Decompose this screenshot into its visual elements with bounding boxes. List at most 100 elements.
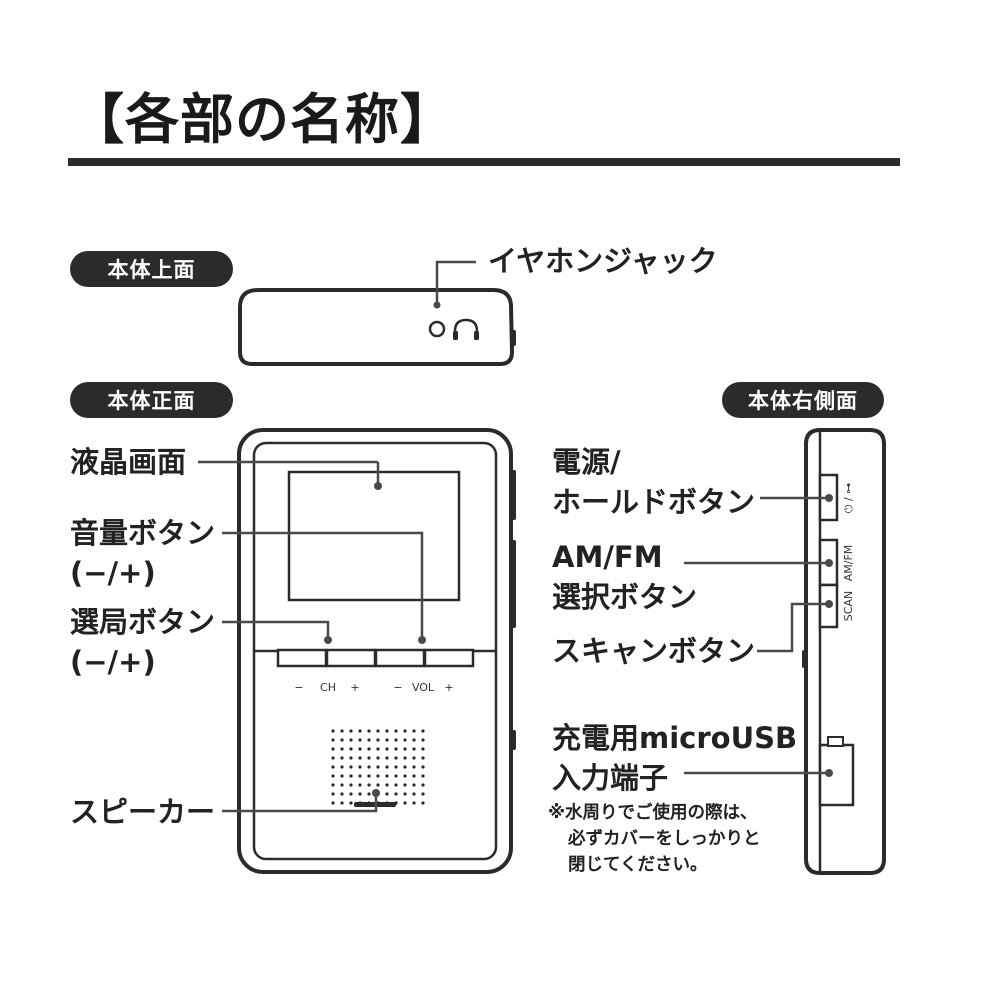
speaker-hole: [349, 738, 353, 742]
speaker-hole: [367, 747, 371, 751]
speaker-hole: [421, 783, 425, 787]
label-usb-port: 充電用microUSB 入力端子: [552, 721, 798, 795]
speaker-hole: [394, 738, 398, 742]
speaker-hole: [394, 774, 398, 778]
speaker-hole: [385, 738, 389, 742]
speaker-hole: [367, 765, 371, 769]
speaker-hole: [385, 774, 389, 778]
speaker-hole: [349, 801, 353, 805]
speaker-hole: [421, 738, 425, 742]
headphone-icon: [453, 318, 479, 340]
speaker-hole: [376, 738, 380, 742]
speaker-hole: [403, 756, 407, 760]
speaker-hole: [358, 738, 362, 742]
speaker-hole: [331, 774, 335, 778]
ch-print: CH: [320, 681, 336, 694]
speaker-hole: [349, 765, 353, 769]
speaker-hole: [394, 756, 398, 760]
speaker-hole: [349, 747, 353, 751]
speaker-hole: [412, 747, 416, 751]
speaker-hole: [376, 756, 380, 760]
speaker-hole: [358, 792, 362, 796]
speaker-hole: [358, 747, 362, 751]
speaker-hole: [421, 792, 425, 796]
speaker-hole: [358, 765, 362, 769]
device-front-view: − CH + − VOL +: [198, 428, 516, 874]
speaker-hole: [340, 765, 344, 769]
speaker-hole: [340, 729, 344, 733]
speaker-hole: [394, 765, 398, 769]
section-badge-right-side: 本体右側面: [722, 382, 884, 418]
speaker-hole: [367, 729, 371, 733]
lcd-screen-drawing: [287, 470, 461, 602]
label-tuning-button: 選局ボタン (−/+): [70, 605, 216, 679]
title-rule: [68, 158, 900, 166]
speaker-hole: [376, 747, 380, 751]
ch-minus-print: −: [294, 681, 303, 694]
speaker-hole: [331, 765, 335, 769]
section-badge-front: 本体正面: [70, 382, 233, 418]
speaker-hole: [340, 756, 344, 760]
speaker-hole: [367, 783, 371, 787]
speaker-hole: [412, 801, 416, 805]
label-lcd-screen: 液晶画面: [70, 445, 187, 479]
label-scan-button: スキャンボタン: [552, 634, 756, 668]
speaker-hole: [349, 792, 353, 796]
speaker-hole: [331, 756, 335, 760]
speaker-hole: [412, 792, 416, 796]
speaker-hole: [403, 738, 407, 742]
speaker-hole: [421, 765, 425, 769]
label-earphone-jack: イヤホンジャック: [488, 244, 718, 278]
speaker-hole: [421, 747, 425, 751]
vol-plus-key: [423, 648, 475, 668]
speaker-hole: [349, 729, 353, 733]
speaker-hole: [394, 747, 398, 751]
speaker-hole: [412, 756, 416, 760]
speaker-hole: [403, 765, 407, 769]
section-badge-top: 本体上面: [70, 251, 233, 287]
scan-print: SCAN: [842, 591, 855, 621]
speaker-hole: [340, 792, 344, 796]
vol-print: VOL: [412, 681, 435, 694]
label-speaker: スピーカー: [70, 795, 216, 829]
speaker-hole: [385, 756, 389, 760]
speaker-hole: [376, 774, 380, 778]
speaker-hole: [412, 738, 416, 742]
speaker-hole: [367, 738, 371, 742]
device-right-side-view: ⏻ / ⊶ AM/FM SCAN: [684, 428, 886, 875]
speaker-hole: [367, 792, 371, 796]
speaker-hole: [421, 801, 425, 805]
speaker-hole: [403, 801, 407, 805]
vol-plus-print: +: [444, 681, 453, 694]
speaker-hole: [421, 729, 425, 733]
ch-minus-key: [276, 648, 328, 668]
vol-minus-print: −: [393, 681, 402, 694]
speaker-hole: [340, 783, 344, 787]
speaker-hole: [403, 783, 407, 787]
earphone-jack-hole: [428, 320, 446, 338]
speaker-hole: [394, 783, 398, 787]
speaker-hole: [385, 765, 389, 769]
speaker-hole: [376, 783, 380, 787]
vol-minus-key: [374, 648, 426, 668]
speaker-hole: [421, 774, 425, 778]
speaker-hole: [358, 756, 362, 760]
speaker-hole: [358, 774, 362, 778]
label-amfm-button: AM/FM 選択ボタン: [552, 540, 698, 614]
speaker-hole: [403, 774, 407, 778]
speaker-hole: [367, 774, 371, 778]
speaker-hole: [412, 774, 416, 778]
water-caution-note: ※水周りでご使用の際は、 必ずカバーをしっかりと 閉じてください。: [548, 803, 761, 875]
speaker-hole: [412, 729, 416, 733]
speaker-grille: [331, 729, 425, 805]
speaker-hole: [367, 756, 371, 760]
speaker-hole: [403, 747, 407, 751]
amfm-print: AM/FM: [842, 545, 855, 582]
speaker-hole: [394, 792, 398, 796]
speaker-hole: [340, 747, 344, 751]
usb-cover: [818, 743, 855, 807]
speaker-hole: [331, 747, 335, 751]
device-top-view: [238, 260, 516, 366]
speaker-hole: [376, 765, 380, 769]
